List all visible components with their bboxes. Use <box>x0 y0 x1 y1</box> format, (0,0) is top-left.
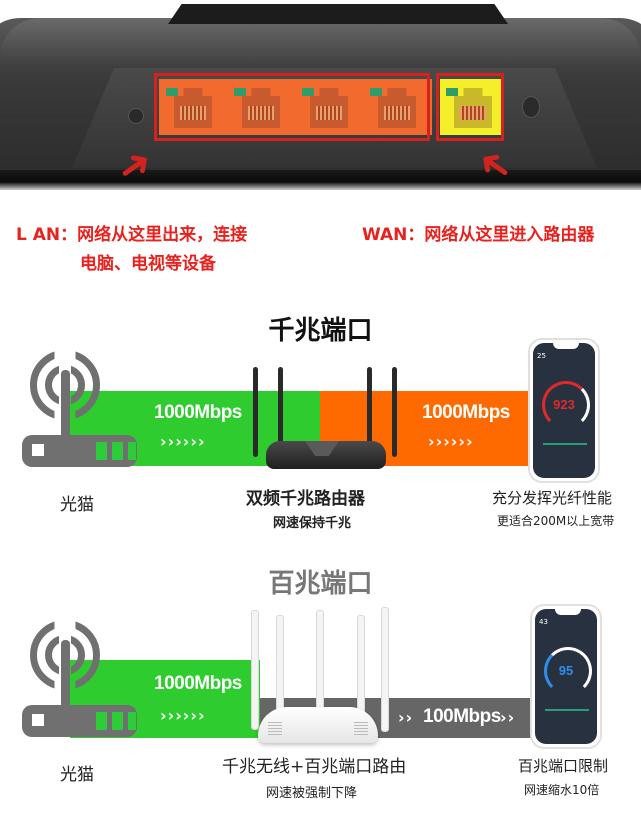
fast-phone-subtitle: 网速缩水10倍 <box>524 783 600 797</box>
wan-label: WAN：网络从这里进入路由器 <box>362 225 595 245</box>
fast-section-title: 百兆端口 <box>268 569 373 599</box>
speed-gauge-icon <box>542 381 590 429</box>
lan-port-4 <box>366 84 424 130</box>
fast-router-title: 千兆无线+百兆端口路由 <box>222 757 407 777</box>
gigabit-phone-subtitle: 更适合200M以上宽带 <box>497 514 615 528</box>
phone-speed-value: 923 <box>553 397 575 412</box>
gigabit-phone-title: 充分发挥光纤性能 <box>492 489 613 507</box>
lan-port-2 <box>230 84 288 130</box>
gigabit-modem-label: 光猫 <box>60 495 94 515</box>
speed-gauge-icon <box>544 647 592 695</box>
optical-modem-icon <box>20 340 150 470</box>
router-top-band <box>0 18 641 68</box>
router-rear-photo: ➜ ➜ <box>0 0 641 200</box>
fast-right-speed: 100Mbps <box>423 706 501 727</box>
gigabit-left-chevrons-icon: ›››››› <box>160 432 206 451</box>
gigabit-router-subtitle: 网速保持千兆 <box>273 516 352 531</box>
fast-speedtest-phone: 43 95 <box>530 604 602 749</box>
lan-highlight-box <box>154 73 430 141</box>
fast-left-chevrons-icon: ›››››› <box>160 706 206 725</box>
reset-hole-icon <box>128 108 144 124</box>
fast-right-chevrons-left-icon: ›› <box>398 708 414 727</box>
wan-port <box>442 84 500 130</box>
gigabit-router-title: 双频千兆路由器 <box>246 489 365 509</box>
lan-port-1 <box>162 84 220 130</box>
gigabit-right-chevrons-icon: ›››››› <box>428 432 474 451</box>
power-jack-icon <box>522 96 540 118</box>
wan-highlight-box <box>436 73 504 141</box>
lan-port-3 <box>298 84 356 130</box>
router-bottom-edge <box>0 170 641 190</box>
phone-top-value: 25 <box>537 352 546 360</box>
gigabit-speedtest-phone: 25 923 <box>528 338 600 483</box>
fast-left-speed: 1000Mbps <box>154 673 242 694</box>
phone-top-value: 43 <box>539 618 548 626</box>
fast-phone-title: 百兆端口限制 <box>518 757 609 775</box>
fast-router-subtitle: 网速被强制下降 <box>266 786 358 801</box>
fast-right-chevrons-right-icon: ›› <box>500 708 516 727</box>
lan-label-line1: L AN：网络从这里出来，连接 <box>16 225 248 245</box>
optical-modem-icon <box>20 610 150 740</box>
gigabit-left-speed: 1000Mbps <box>154 402 242 423</box>
gigabit-section-title: 千兆端口 <box>268 316 373 346</box>
phone-speed-value: 95 <box>558 663 574 678</box>
lan-label-line2: 电脑、电视等设备 <box>80 254 216 274</box>
gigabit-right-speed: 1000Mbps <box>422 402 510 423</box>
fast-modem-label: 光猫 <box>60 765 94 785</box>
router-lid <box>168 4 508 24</box>
